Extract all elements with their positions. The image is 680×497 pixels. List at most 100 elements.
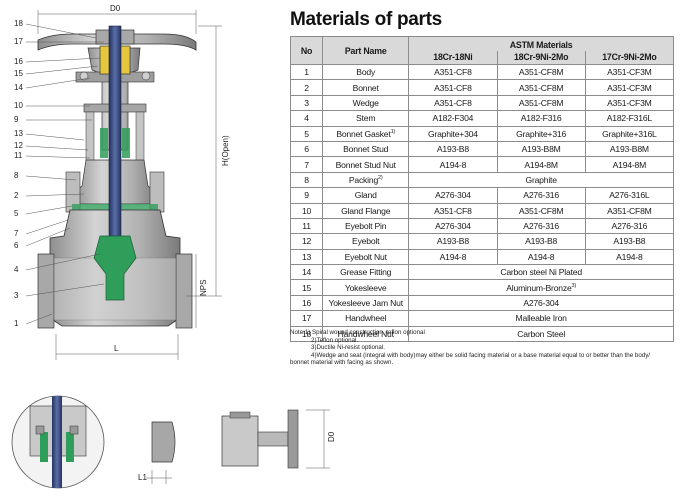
dim-l: L — [114, 344, 119, 353]
cell-part-name: Handwheel — [322, 310, 410, 327]
cell-no: 1 — [289, 63, 324, 81]
callout-1: 1 — [14, 319, 19, 328]
part-name-text: Eyebolt Pin — [345, 221, 387, 232]
cell-material-all: Graphite — [408, 171, 674, 189]
note-5: bonnet material with facing as shown. — [290, 359, 394, 367]
header-material-col-1: 18Cr-18Ni — [408, 50, 498, 65]
dim-d0: D0 — [110, 4, 121, 13]
cell-material-3: A194-8M — [584, 156, 675, 173]
cell-material-3: A351-CF3M — [584, 79, 675, 96]
cell-no: 13 — [289, 248, 324, 266]
footnote-ref: 3) — [571, 282, 577, 289]
callout-14: 14 — [14, 83, 23, 92]
detail-views: L1 D0 — [11, 395, 336, 489]
part-name-text: Yokesleeve Jam Nut — [328, 298, 403, 309]
cell-no: 15 — [289, 279, 324, 296]
cell-material-3: A351-CF3M — [584, 94, 675, 112]
cell-material-2: A351-CF8M — [496, 94, 586, 112]
part-name-text: Packing — [348, 174, 379, 185]
material-text: Carbon Steel — [517, 328, 566, 339]
callout-3: 3 — [14, 291, 19, 300]
cell-material-3: A351-CF8M — [584, 202, 675, 219]
dim-d0-small: D0 — [327, 431, 336, 442]
table-row: 15 Yokesleeve Aluminum-Bronze3) — [289, 279, 674, 296]
cell-part-name: Grease Fitting — [322, 264, 410, 281]
part-name-text: Stem — [356, 113, 376, 124]
callout-12: 12 — [14, 141, 23, 150]
note-3: 3)Ductile Ni-resist optional. — [311, 344, 385, 352]
cell-part-name: Packing2) — [322, 171, 410, 189]
gate-valve-drawing: 18 17 16 15 14 10 9 13 12 11 8 2 5 7 6 4… — [14, 4, 230, 360]
cell-material-3: Graphite+316L — [584, 125, 675, 142]
callout-10: 10 — [14, 101, 23, 110]
cell-material-2: A193-B8 — [496, 233, 586, 250]
dim-h-open: H(Open) — [221, 135, 230, 166]
callout-11: 11 — [14, 151, 23, 160]
cell-material-2: A194-8M — [496, 156, 586, 173]
cell-material-all: Aluminum-Bronze3) — [408, 279, 674, 296]
cell-part-name: Yokesleeve — [322, 279, 410, 296]
part-name-text: Yokesleeve — [344, 282, 387, 293]
cell-no: 9 — [289, 187, 324, 204]
cell-part-name: Bonnet — [322, 79, 410, 96]
part-name-text: Bonnet — [352, 82, 379, 93]
note-1: Note:1) Spiral wound construction, teflo… — [290, 329, 425, 336]
cell-material-1: A194-8 — [408, 156, 498, 173]
part-name-text: Bonnet Stud — [343, 144, 389, 155]
cell-part-name: Eyebolt Nut — [322, 248, 410, 266]
callout-18: 18 — [14, 19, 23, 28]
callout-7: 7 — [14, 229, 19, 238]
cell-material-3: A276-316L — [584, 187, 675, 204]
cell-material-3: A193-B8M — [584, 140, 675, 158]
callout-2: 2 — [14, 191, 19, 200]
cell-material-2: A194-8 — [496, 248, 586, 266]
cell-material-2: A276-316 — [496, 217, 586, 235]
cell-no: 8 — [289, 171, 324, 189]
cell-part-name: Wedge — [322, 94, 410, 112]
dim-l1: L1 — [138, 473, 147, 482]
cell-no: 16 — [289, 294, 324, 312]
cell-material-3: A276-316 — [584, 217, 675, 235]
cell-material-1: A276-304 — [408, 217, 498, 235]
material-text: Graphite — [525, 174, 557, 185]
cell-no: 12 — [289, 233, 324, 250]
header-material-col-3: 17Cr-9Ni-2Mo — [584, 50, 675, 65]
cell-part-name: Eyebolt — [322, 233, 410, 250]
header-no: No — [289, 36, 324, 65]
note-4: 4)Wedge and seat (integral with body)may… — [311, 351, 651, 359]
cell-material-1: A193-B8 — [408, 140, 498, 158]
cell-material-2: Graphite+316 — [496, 125, 586, 142]
cell-no: 3 — [289, 94, 324, 112]
cell-material-1: A194-8 — [408, 248, 498, 266]
material-text: Carbon steel Ni Plated — [500, 267, 582, 278]
cell-material-2: A351-CF8M — [496, 79, 586, 96]
part-name-text: Gland — [354, 190, 377, 201]
callout-15: 15 — [14, 69, 23, 78]
header-astm-materials: ASTM Materials — [408, 36, 674, 51]
material-text: Aluminum-Bronze — [506, 282, 572, 293]
cell-no: 7 — [289, 156, 324, 173]
cell-material-2: A193-B8M — [496, 140, 586, 158]
part-name-text: Bonnet Gasket — [336, 128, 391, 139]
packing-ring-view: L1 — [138, 421, 176, 484]
cell-part-name: Eyebolt Pin — [322, 217, 410, 235]
actuator-view: D0 — [221, 409, 336, 469]
cell-material-1: Graphite+304 — [408, 125, 498, 142]
cell-material-1: A276-304 — [408, 187, 498, 204]
cell-material-1: A351-CF8 — [408, 94, 498, 112]
cell-no: 10 — [289, 202, 324, 219]
cell-no: 2 — [289, 79, 324, 96]
cell-no: 4 — [289, 110, 324, 127]
callout-8: 8 — [14, 171, 19, 180]
cell-no: 5 — [289, 125, 324, 142]
cell-material-1: A182-F304 — [408, 110, 498, 127]
part-name-text: Body — [356, 67, 376, 78]
